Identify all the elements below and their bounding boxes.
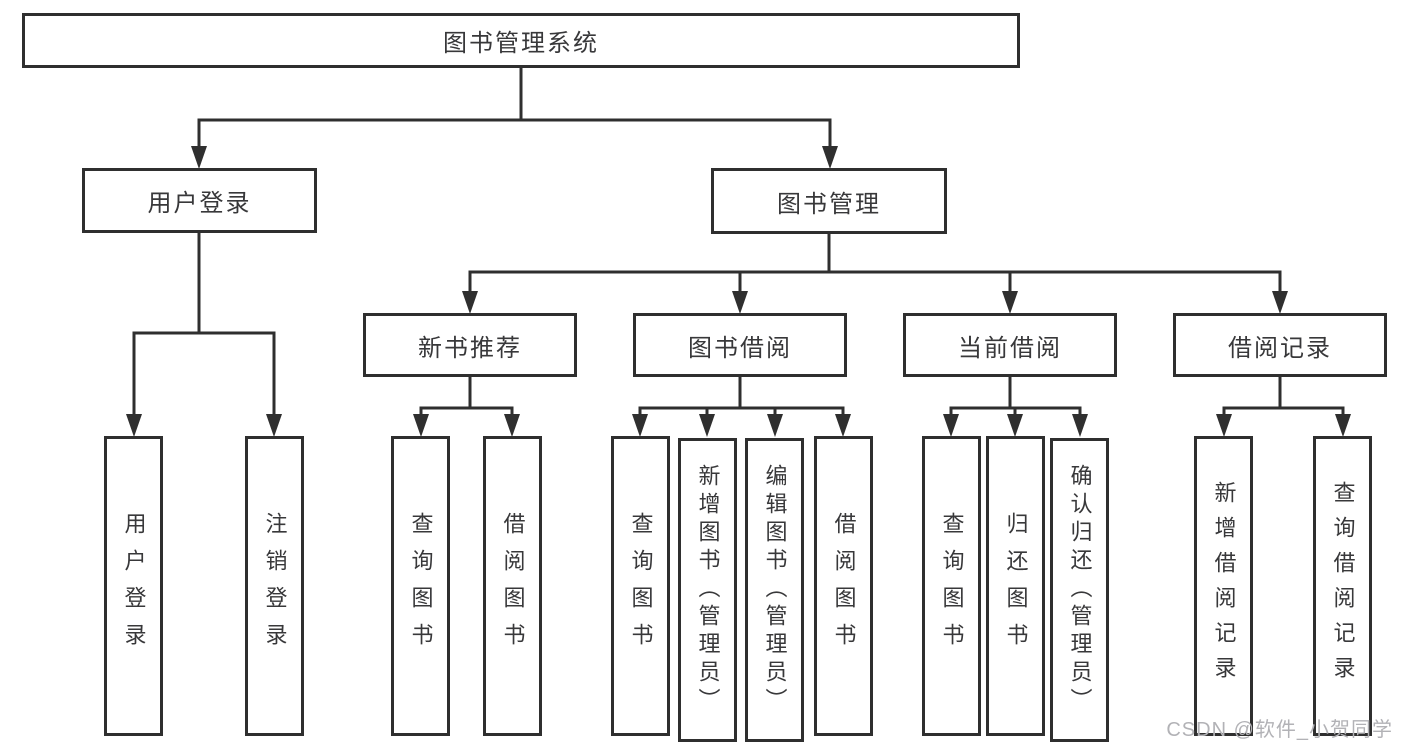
leaf-borrow-query-book-label: 查询图书 xyxy=(628,512,654,660)
node-book-borrow-label: 图书借阅 xyxy=(688,334,792,362)
leaf-user-login: 用户登录 xyxy=(104,436,163,736)
leaf-edit-book-admin: 编辑图书（管理员） xyxy=(745,438,804,742)
leaf-logout: 注销登录 xyxy=(245,436,304,736)
leaf-add-borrow-record: 新增借阅记录 xyxy=(1194,436,1253,736)
leaf-return-book-label: 归还图书 xyxy=(1003,512,1029,660)
leaf-recommend-borrow-book-label: 借阅图书 xyxy=(500,512,526,660)
node-current-borrow-label: 当前借阅 xyxy=(958,334,1062,362)
node-user-login: 用户登录 xyxy=(82,168,317,233)
leaf-add-book-admin: 新增图书（管理员） xyxy=(678,438,737,742)
leaf-query-borrow-record-label: 查询借阅记录 xyxy=(1330,481,1356,691)
node-book-management: 图书管理 xyxy=(711,168,947,234)
leaf-query-borrow-record: 查询借阅记录 xyxy=(1313,436,1372,736)
leaf-user-login-label: 用户登录 xyxy=(121,512,147,660)
leaf-recommend-query-book: 查询图书 xyxy=(391,436,450,736)
leaf-edit-book-admin-label: 编辑图书（管理员） xyxy=(762,464,788,716)
node-root: 图书管理系统 xyxy=(22,13,1020,68)
node-new-book-recommend-label: 新书推荐 xyxy=(418,334,522,362)
leaf-current-query-book-label: 查询图书 xyxy=(939,512,965,660)
arrowheads xyxy=(126,146,1351,437)
leaf-current-query-book: 查询图书 xyxy=(922,436,981,736)
leaf-add-book-admin-label: 新增图书（管理员） xyxy=(695,464,721,716)
leaf-recommend-borrow-book: 借阅图书 xyxy=(483,436,542,736)
leaf-borrow-lend-book: 借阅图书 xyxy=(814,436,873,736)
leaf-borrow-lend-book-label: 借阅图书 xyxy=(831,512,857,660)
node-borrow-record: 借阅记录 xyxy=(1173,313,1387,377)
node-root-label: 图书管理系统 xyxy=(443,30,599,57)
leaf-add-borrow-record-label: 新增借阅记录 xyxy=(1211,481,1237,691)
leaf-logout-label: 注销登录 xyxy=(262,512,288,660)
node-user-login-label: 用户登录 xyxy=(147,190,252,217)
node-borrow-record-label: 借阅记录 xyxy=(1228,334,1332,362)
leaf-confirm-return-admin: 确认归还（管理员） xyxy=(1050,438,1109,742)
csdn-watermark: CSDN @软件_小贺同学 xyxy=(1166,719,1393,741)
node-current-borrow: 当前借阅 xyxy=(903,313,1117,377)
leaf-recommend-query-book-label: 查询图书 xyxy=(408,512,434,660)
leaf-confirm-return-admin-label: 确认归还（管理员） xyxy=(1067,464,1093,716)
node-book-borrow: 图书借阅 xyxy=(633,313,847,377)
leaf-return-book: 归还图书 xyxy=(986,436,1045,736)
leaf-borrow-query-book: 查询图书 xyxy=(611,436,670,736)
node-book-management-label: 图书管理 xyxy=(777,190,881,218)
node-new-book-recommend: 新书推荐 xyxy=(363,313,577,377)
